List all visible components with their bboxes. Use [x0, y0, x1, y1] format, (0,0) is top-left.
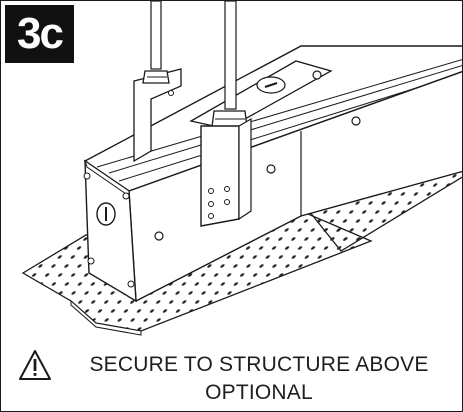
- installation-illustration: [21, 1, 462, 336]
- instruction-caption: SECURE TO STRUCTURE ABOVE OPTIONAL: [1, 335, 462, 411]
- warning-triangle-icon: [19, 350, 51, 380]
- luminaire-housing: [83, 45, 462, 303]
- front-hanger-bracket: [200, 1, 252, 227]
- step-number-badge: 3c: [5, 5, 74, 63]
- caption-instruction-text: SECURE TO STRUCTURE ABOVE: [89, 353, 429, 376]
- caption-optional-text: OPTIONAL: [205, 381, 313, 404]
- rear-hanger-bracket: [133, 1, 182, 163]
